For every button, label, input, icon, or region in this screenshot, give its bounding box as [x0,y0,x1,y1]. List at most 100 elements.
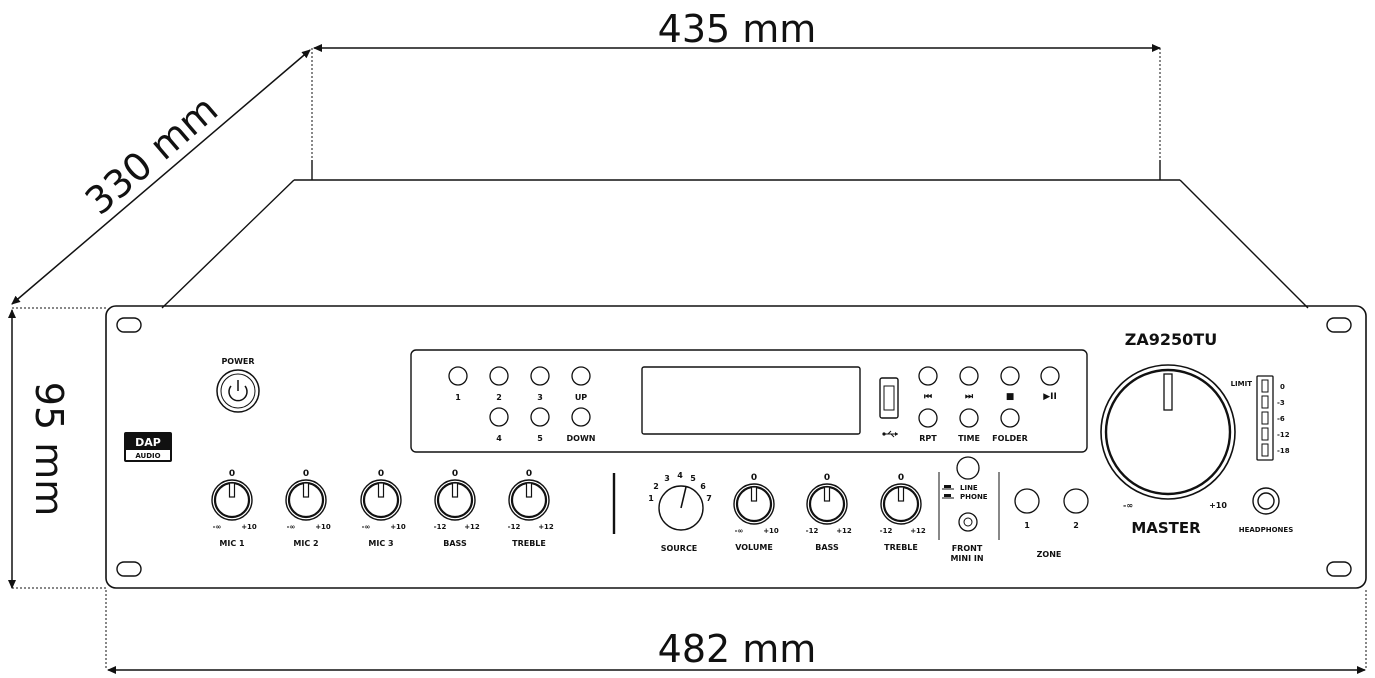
bass-max-label: +12 [464,523,480,531]
mic-3-max-label: +10 [390,523,406,531]
prev-icon: ⏮ [924,392,932,402]
preset-label-4: 4 [496,434,502,443]
bass-2-knob[interactable] [806,483,848,525]
mic-2-zero-label: 0 [303,469,309,479]
source-pos-1: 1 [648,494,654,503]
lcd-display [641,366,861,435]
preset-button-2[interactable] [489,366,509,386]
folder-label: FOLDER [992,434,1028,443]
model-name: ZA9250TU [1125,330,1217,349]
volume-knob[interactable] [733,483,775,525]
depth-dimension-line [11,49,311,305]
limit-label: LIMIT [1231,380,1253,388]
mic-1-min-label: -∞ [213,523,222,531]
preset-button-1[interactable] [448,366,468,386]
down-label: DOWN [567,434,596,443]
top-width-label: 435 mm [658,7,817,51]
bass-knob[interactable] [434,479,476,521]
power-label: POWER [221,357,254,366]
treble-max-label: +12 [538,523,554,531]
zone-1-button[interactable] [1014,488,1040,514]
rack-slot-bottom-right [1326,561,1352,577]
zone-2-label: 2 [1073,521,1079,530]
phone-label: PHONE [960,493,988,501]
bass-min-label: -12 [434,523,447,531]
preset-button-4[interactable] [489,407,509,427]
play-pause-icon: ▶II [1043,392,1057,402]
rack-slot-top-left [116,317,142,333]
chassis-top-outline [161,160,1309,309]
volume-label: VOLUME [735,543,773,552]
meter-6: -6 [1277,415,1285,423]
up-button[interactable] [571,366,591,386]
master-volume-knob[interactable] [1100,364,1236,500]
usb-icon [882,430,898,438]
master-label: MASTER [1131,519,1201,537]
source-pos-4: 4 [677,471,683,480]
mini-in-jack[interactable] [958,512,978,532]
stop-button[interactable] [1000,366,1020,386]
power-button[interactable] [216,369,260,413]
mic-2-max-label: +10 [315,523,331,531]
meter-3: -3 [1277,399,1285,407]
next-icon: ⏭ [965,392,974,402]
usb-port[interactable] [879,377,899,419]
source-pos-2: 2 [653,482,659,491]
play-pause-button[interactable] [1040,366,1060,386]
treble-zero-label: 0 [526,469,532,479]
mic-3-min-label: -∞ [362,523,371,531]
master-max-label: +10 [1209,501,1227,510]
meter-18: -18 [1277,447,1290,455]
dap-audio-logo: DAP AUDIO [124,432,172,462]
phone-indicator-icon [942,494,954,499]
mic-2-knob[interactable] [285,479,327,521]
next-button[interactable] [959,366,979,386]
master-min-label: -∞ [1123,501,1133,510]
mic-1-knob[interactable] [211,479,253,521]
mic-1-zero-label: 0 [229,469,235,479]
bass-2-zero-label: 0 [824,473,830,483]
preset-label-5: 5 [537,434,543,443]
source-pos-3: 3 [664,474,670,483]
treble-knob[interactable] [508,479,550,521]
prev-button[interactable] [918,366,938,386]
bass-2-max-label: +12 [836,527,852,535]
preset-button-5[interactable] [530,407,550,427]
preset-button-3[interactable] [530,366,550,386]
down-button[interactable] [571,407,591,427]
headphones-jack[interactable] [1252,487,1280,515]
mic-1-label: MIC 1 [219,539,245,548]
rpt-label: RPT [919,434,937,443]
depth-label: 330 mm [77,87,226,223]
level-meter [1256,375,1274,461]
stop-icon: ■ [1006,392,1015,402]
svg-text:DAP: DAP [135,436,161,449]
mic-3-knob[interactable] [360,479,402,521]
line-indicator-icon [942,485,954,490]
source-pos-7: 7 [706,494,712,503]
folder-button[interactable] [1000,408,1020,428]
front-input-button[interactable] [956,456,980,480]
treble-2-label: TREBLE [884,543,918,552]
mic-2-min-label: -∞ [287,523,296,531]
zone-2-button[interactable] [1063,488,1089,514]
volume-min-label: -∞ [735,527,744,535]
rack-slot-bottom-left [116,561,142,577]
treble-2-max-label: +12 [910,527,926,535]
time-button[interactable] [959,408,979,428]
preset-label-1: 1 [455,393,461,402]
height-label: 95 mm [27,382,71,516]
volume-max-label: +10 [763,527,779,535]
media-player-module [410,349,1088,453]
up-label: UP [575,393,587,402]
source-selector-knob[interactable] [658,485,704,531]
mini-in-label: MINI IN [950,554,983,563]
bass-label: BASS [443,539,467,548]
rack-slot-top-right [1326,317,1352,333]
treble-2-zero-label: 0 [898,473,904,483]
treble-2-knob[interactable] [880,483,922,525]
treble-min-label: -12 [508,523,521,531]
rpt-button[interactable] [918,408,938,428]
front-panel [105,305,1367,589]
source-label: SOURCE [661,544,698,553]
